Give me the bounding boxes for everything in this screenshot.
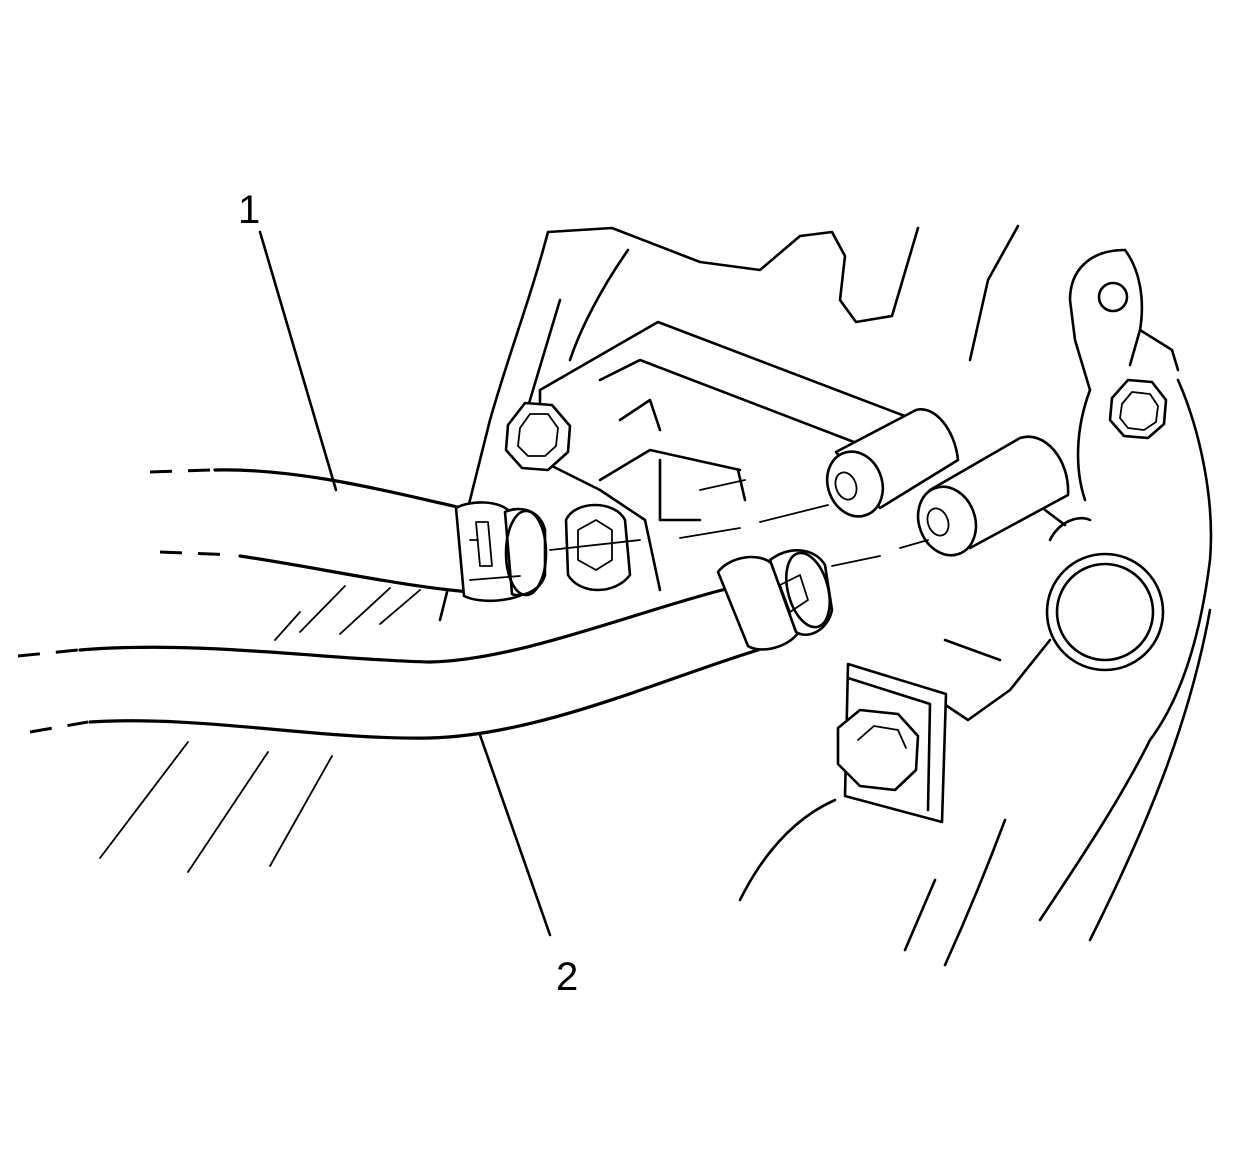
callout-1: 1 [238, 188, 338, 492]
callout-2-label: 2 [556, 955, 578, 999]
hose-lower [17, 586, 760, 873]
clamp-lower [716, 549, 834, 651]
callout-1-leader [258, 230, 338, 492]
nipple-lower [916, 435, 1070, 557]
bolt-center [564, 503, 632, 592]
callout-2-leader [478, 733, 552, 937]
callout-2: 2 [478, 733, 578, 999]
callout-1-label: 1 [238, 188, 260, 232]
bolt-upper-left [504, 401, 572, 472]
clamp-upper [454, 501, 548, 603]
bolt-upper-right [1108, 378, 1168, 440]
bolt-lower-mount [836, 662, 948, 824]
hose-upper [149, 468, 478, 641]
nipple-upper [825, 408, 960, 518]
engine-casting [438, 224, 1213, 967]
assembly-guide-lines [549, 479, 929, 567]
